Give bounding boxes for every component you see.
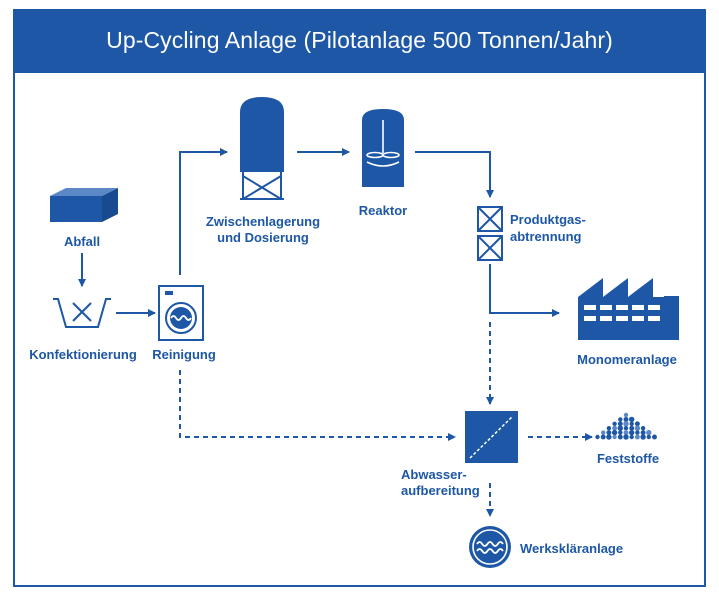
solid-particle [612,425,618,431]
arrow-produktgas-to-monomeranlage [489,264,560,317]
zwischenlagerung-label-line2: und Dosierung [217,230,309,245]
arrow-reaktor-to-produktgas [415,151,494,198]
waste-box-icon [50,188,118,222]
factory-icon [578,278,679,340]
solid-particle [595,434,600,440]
solid-particle [623,421,629,427]
separation-column-icon [477,206,503,261]
reinigung-label: Reinigung [152,347,216,362]
washing-machine-icon [158,285,204,341]
solid-particle [629,429,635,436]
feststoffe-label: Feststoffe [596,451,660,466]
reactor-stirrer-icon [362,109,404,187]
page-title: Up-Cycling Anlage (Pilotanlage 500 Tonne… [106,27,613,53]
solid-particle [617,425,623,431]
zwischenlagerung-label-line1: Zwischenlagerung [205,214,321,229]
solid-particle [629,434,634,440]
produktgas-label-line1: Produktgas- [510,212,586,227]
abfall-label: Abfall [63,234,101,249]
solid-particle [623,416,629,422]
werksklaeranlage-label: Werkskläranlage [520,541,624,556]
konfektionierung-label: Konfektionierung [29,347,137,362]
solid-particle [640,434,646,440]
title-bar [13,9,706,73]
arrow-reinigung-to-abwasser [179,370,456,441]
water-treatment-icon [469,526,511,568]
solid-particle [634,421,640,427]
solid-particle [640,426,646,431]
solid-particle [606,426,612,431]
reaktor-label: Reaktor [358,203,408,218]
solid-particle [612,421,617,426]
solid-particle [623,434,629,440]
connectors [78,148,593,517]
solid-particle [629,416,635,423]
solid-particle [618,417,623,422]
solid-particle [640,430,646,436]
solid-particle [606,430,612,436]
solid-particle [617,421,623,427]
solid-particle [612,434,617,440]
solid-particle [646,429,652,436]
solid-particle [618,430,623,435]
solid-particle [652,434,657,440]
produktgas-label-line2: abtrennung [510,229,582,244]
washing-tub-icon [53,298,111,328]
solid-particle [635,430,640,435]
monomeranlage-label: Monomeranlage [577,352,677,367]
solid-particle [623,426,629,431]
solid-particle [601,430,606,435]
solid-particle [623,412,629,418]
solid-particle [634,434,640,440]
solid-particle [629,421,634,426]
solids-pile-icon [595,412,657,440]
solid-particle [617,434,623,440]
solid-particle [606,434,612,440]
solid-particle [634,425,641,431]
solid-particle [600,434,606,440]
arrow-reinigung-to-zwischenlagerung [179,148,228,275]
silo-icon [240,97,284,200]
filter-icon [465,411,518,463]
solid-particle [646,434,651,440]
abwasser-label-line1: Abwasser- [401,467,467,482]
solid-particle [611,429,618,436]
solid-particle [629,425,635,431]
solid-particle [623,430,629,436]
abwasser-label-line2: aufbereitung [401,483,480,498]
